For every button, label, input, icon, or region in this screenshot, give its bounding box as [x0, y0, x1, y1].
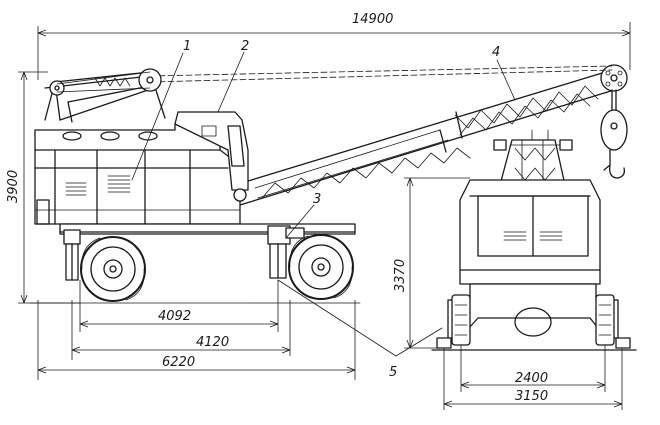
a-frame: [44, 68, 166, 123]
callout-5: 5: [277, 279, 443, 380]
superstructure: [34, 111, 249, 225]
dim-overall-width: 3150: [443, 348, 623, 410]
rear-wheel: [80, 236, 146, 302]
dim-track-width: 2400: [460, 345, 606, 392]
callout-label-4: 4: [492, 45, 500, 60]
vent-grille-mid: [107, 175, 131, 193]
dim-4120: 4120: [71, 300, 291, 360]
callout-label-3: 3: [313, 192, 321, 207]
callout-1: 1: [131, 39, 191, 181]
dim-label-front-height: 3370: [393, 259, 408, 292]
dim-label-height: 3900: [6, 170, 21, 203]
dim-wheelbase: 4092: [79, 280, 279, 332]
front-vent-grille-left: [503, 231, 527, 241]
front-wheel: [288, 234, 354, 300]
dim-label-chassis-length: 6220: [162, 355, 195, 370]
callout-4: 4: [492, 45, 516, 101]
dim-overall-length: 14900: [37, 12, 631, 80]
hook-block: [600, 89, 628, 179]
vent-grille-left: [65, 182, 87, 196]
dim-label-wheelbase: 4092: [158, 309, 191, 324]
callout-label-1: 1: [183, 39, 191, 54]
dim-label-4120: 4120: [196, 335, 229, 350]
callout-label-5: 5: [389, 365, 397, 380]
dim-label-track-width: 2400: [515, 371, 548, 386]
callout-3: 3: [285, 192, 321, 239]
dim-chassis-length: 6220: [37, 300, 356, 380]
boom: [234, 64, 628, 206]
callout-2: 2: [217, 39, 249, 113]
front-vent-grille-right: [539, 231, 563, 241]
dim-label-overall-length: 14900: [352, 12, 393, 27]
chassis: [59, 223, 356, 281]
dim-label-overall-width: 3150: [515, 389, 548, 404]
dim-front-height: 3370: [393, 177, 470, 349]
front-view: [431, 129, 637, 351]
luffing-rope: [149, 65, 613, 83]
callout-label-2: 2: [241, 39, 249, 54]
